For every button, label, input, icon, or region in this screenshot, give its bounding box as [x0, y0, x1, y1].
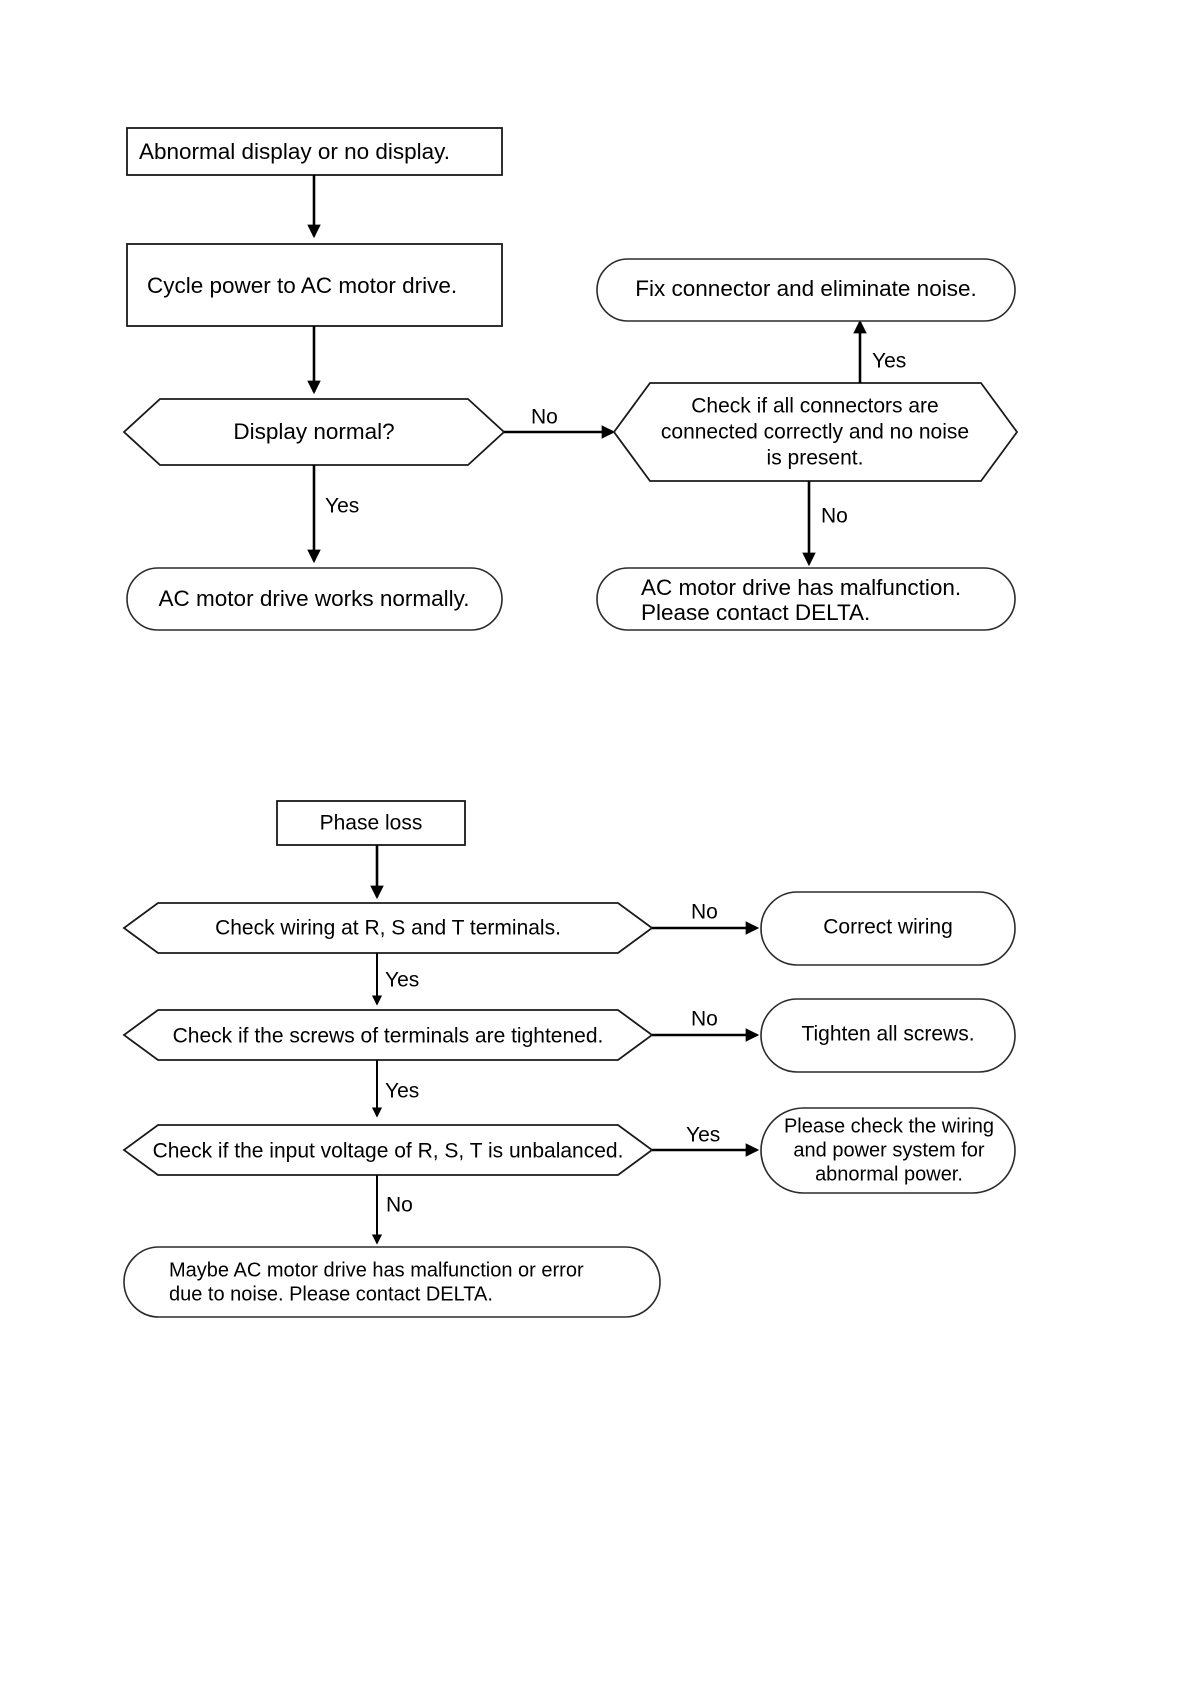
node-check-power-system: Please check the wiring and power system…: [760, 1107, 1016, 1194]
edge-check-voltage-yes: Yes: [652, 1124, 760, 1157]
edge-check-screws-no: No: [652, 1008, 760, 1042]
edge-label-display-normal-no: No: [531, 406, 558, 429]
node-tighten-screws: Tighten all screws.: [760, 998, 1016, 1073]
flowchart-1: Abnormal display or no display. Cycle po…: [122, 127, 1019, 631]
edge-display-normal-no: No: [504, 406, 616, 439]
node-check-connectors-line2: connected correctly and no noise: [661, 421, 969, 444]
node-drive-malfunction: AC motor drive has malfunction. Please c…: [596, 567, 1016, 631]
node-phase-loss-label: Phase loss: [320, 812, 423, 835]
node-check-screws: Check if the screws of terminals are tig…: [122, 1009, 654, 1061]
node-drive-malfunction-line1: AC motor drive has malfunction.: [641, 575, 961, 600]
node-works-normally: AC motor drive works normally.: [126, 567, 503, 631]
edge-label-check-wiring-yes: Yes: [385, 969, 419, 992]
node-noise-malfunction-line2: due to noise. Please contact DELTA.: [169, 1283, 493, 1305]
node-noise-malfunction-line1: Maybe AC motor drive has malfunction or …: [169, 1259, 584, 1281]
edge-connectors-yes: Yes: [853, 319, 906, 383]
node-works-normally-label: AC motor drive works normally.: [159, 586, 470, 611]
edge-label-check-wiring-no: No: [691, 901, 718, 924]
edge-check-wiring-no: No: [652, 901, 760, 935]
edge-label-check-voltage-yes: Yes: [686, 1124, 720, 1147]
node-correct-wiring-label: Correct wiring: [823, 916, 953, 939]
node-display-normal: Display normal?: [122, 398, 506, 466]
node-check-power-system-line2: and power system for: [793, 1139, 985, 1161]
node-check-wiring: Check wiring at R, S and T terminals.: [122, 902, 654, 954]
node-fix-connector: Fix connector and eliminate noise.: [596, 258, 1016, 322]
node-check-power-system-line3: abnormal power.: [815, 1163, 963, 1185]
node-check-connectors-line1: Check if all connectors are: [691, 395, 938, 418]
node-correct-wiring: Correct wiring: [760, 891, 1016, 966]
edge-check-wiring-yes: Yes: [371, 953, 419, 1006]
node-noise-malfunction: Maybe AC motor drive has malfunction or …: [123, 1246, 661, 1318]
edge-label-check-voltage-no: No: [386, 1194, 413, 1217]
edge-display-normal-yes: Yes: [307, 465, 359, 564]
edge-label-display-normal-yes: Yes: [325, 495, 359, 518]
node-check-wiring-label: Check wiring at R, S and T terminals.: [215, 917, 561, 940]
edge-connectors-no: No: [802, 481, 848, 567]
node-cycle-power-label: Cycle power to AC motor drive.: [147, 273, 457, 298]
edge-label-connectors-no: No: [821, 505, 848, 528]
node-fix-connector-label: Fix connector and eliminate noise.: [635, 276, 976, 301]
edge-label-check-screws-no: No: [691, 1008, 718, 1031]
node-check-connectors: Check if all connectors are connected co…: [612, 382, 1019, 482]
node-check-voltage-label: Check if the input voltage of R, S, T is…: [153, 1140, 624, 1163]
node-check-power-system-line1: Please check the wiring: [784, 1115, 994, 1137]
node-cycle-power: Cycle power to AC motor drive.: [126, 243, 503, 327]
node-check-connectors-line3: is present.: [767, 447, 864, 470]
node-abnormal-display-label: Abnormal display or no display.: [139, 139, 450, 164]
node-tighten-screws-label: Tighten all screws.: [801, 1023, 974, 1046]
node-display-normal-label: Display normal?: [233, 419, 394, 444]
node-check-screws-label: Check if the screws of terminals are tig…: [173, 1025, 604, 1048]
edge-label-connectors-yes: Yes: [872, 350, 906, 373]
node-phase-loss: Phase loss: [276, 800, 466, 846]
node-abnormal-display: Abnormal display or no display.: [126, 127, 503, 176]
node-drive-malfunction-line2: Please contact DELTA.: [641, 600, 870, 625]
edge-check-screws-yes: Yes: [371, 1060, 419, 1118]
flowchart-2: Phase loss Check wiring at R, S and T te…: [122, 800, 1016, 1318]
node-check-voltage: Check if the input voltage of R, S, T is…: [122, 1124, 654, 1176]
edge-label-check-screws-yes: Yes: [385, 1080, 419, 1103]
edge-check-voltage-no: No: [371, 1175, 413, 1245]
